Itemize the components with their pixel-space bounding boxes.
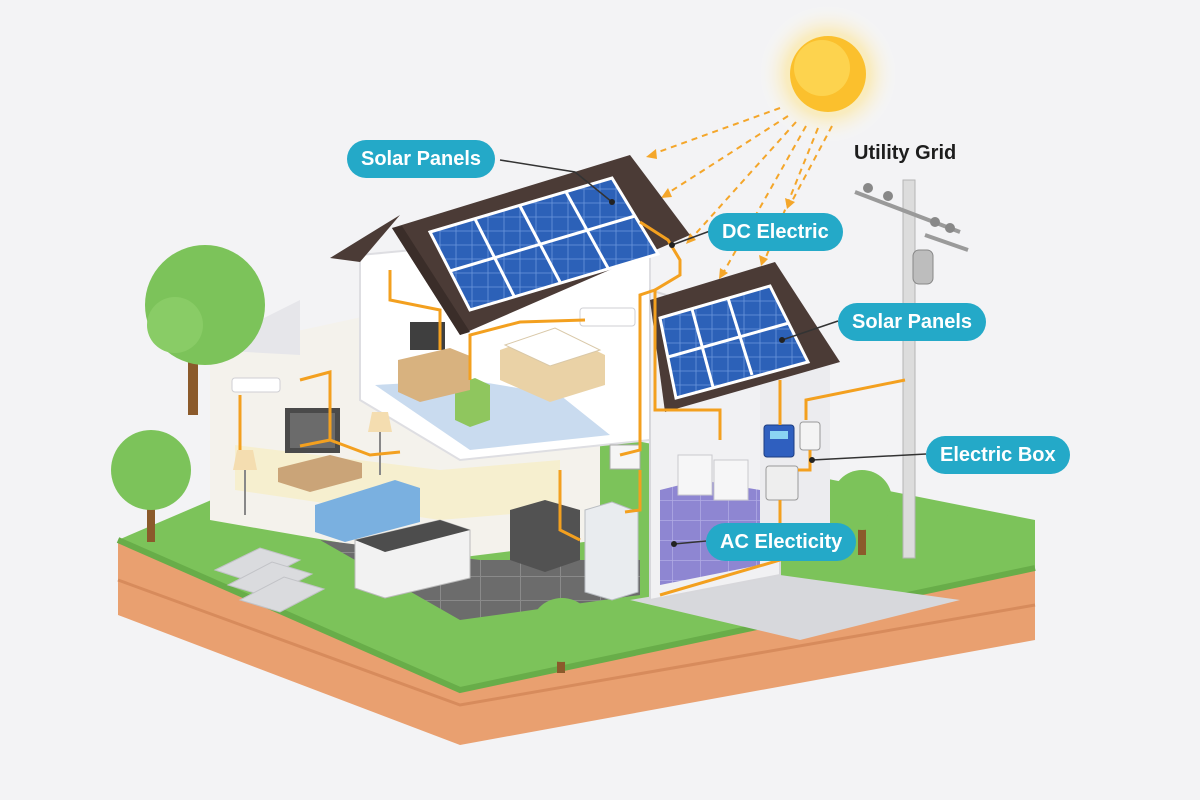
leader-dots <box>609 199 815 547</box>
sun-rays <box>649 107 833 276</box>
ray-arrowheads <box>646 149 795 279</box>
dc-electric-label: DC Electric <box>708 213 843 251</box>
solar-panels-lower-label: Solar Panels <box>838 303 987 341</box>
utility-grid-label: Utility Grid <box>854 142 957 164</box>
electric-box-label: Electric Box <box>926 436 1070 474</box>
solar-panels-lower <box>658 284 811 400</box>
tree-left <box>145 245 265 415</box>
solar-panels-upper-label: Solar Panels <box>347 140 496 178</box>
interior-furniture <box>231 307 749 601</box>
ac-electricity-label: AC Electicity <box>706 523 857 561</box>
tree-front <box>530 598 594 673</box>
tree-front-left <box>111 430 191 542</box>
entrance-stairs <box>213 547 326 613</box>
inverter-and-meter <box>763 421 821 501</box>
sun-icon <box>758 4 898 144</box>
solar-panels-upper <box>427 176 661 312</box>
tree-right <box>832 470 892 555</box>
utility-pole <box>854 179 969 559</box>
leader-lines <box>499 159 927 545</box>
